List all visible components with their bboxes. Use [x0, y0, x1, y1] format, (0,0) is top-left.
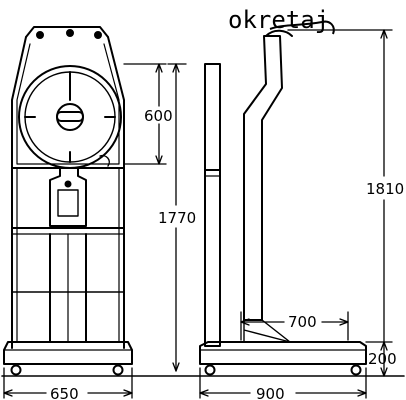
side-column-upper — [204, 63, 221, 171]
watermark-underline — [269, 20, 335, 35]
dim-label-900: 900 — [256, 385, 285, 400]
dim-label-1770: 1770 — [158, 209, 196, 227]
dial-crank — [99, 154, 110, 167]
front-bolt-right — [94, 31, 102, 39]
side-handle-grip — [265, 29, 293, 37]
side-view — [199, 29, 367, 376]
front-wheel-left — [10, 364, 22, 376]
side-wheel-right — [350, 364, 362, 376]
dim-label-200: 200 — [368, 350, 397, 368]
side-wheel-left — [204, 364, 216, 376]
dimension-lines-front — [1, 63, 405, 399]
dial-outer-ring — [18, 65, 122, 169]
front-neck — [49, 167, 87, 227]
front-neck-knob — [64, 180, 72, 188]
dim-label-650: 650 — [50, 385, 79, 400]
dial-center-window — [56, 111, 84, 122]
front-neck-window — [57, 189, 79, 217]
front-head-inner — [16, 43, 120, 165]
front-head-cap — [25, 26, 109, 38]
front-bolt-mid — [66, 29, 74, 37]
side-brace — [243, 319, 291, 343]
front-wheel-right — [112, 364, 124, 376]
dimension-lines-side — [199, 29, 393, 399]
front-base — [3, 341, 133, 365]
side-handle-outer — [243, 35, 283, 321]
front-bolt-left — [36, 31, 44, 39]
dim-label-1810: 1810 — [366, 180, 404, 198]
side-column-lower — [204, 169, 221, 347]
watermark-text: okretaj — [228, 6, 329, 34]
dim-label-600: 600 — [144, 107, 173, 125]
dim-label-700: 700 — [288, 313, 317, 331]
front-view — [3, 26, 133, 376]
dial-center-boss — [56, 103, 84, 131]
side-platform — [199, 341, 367, 365]
